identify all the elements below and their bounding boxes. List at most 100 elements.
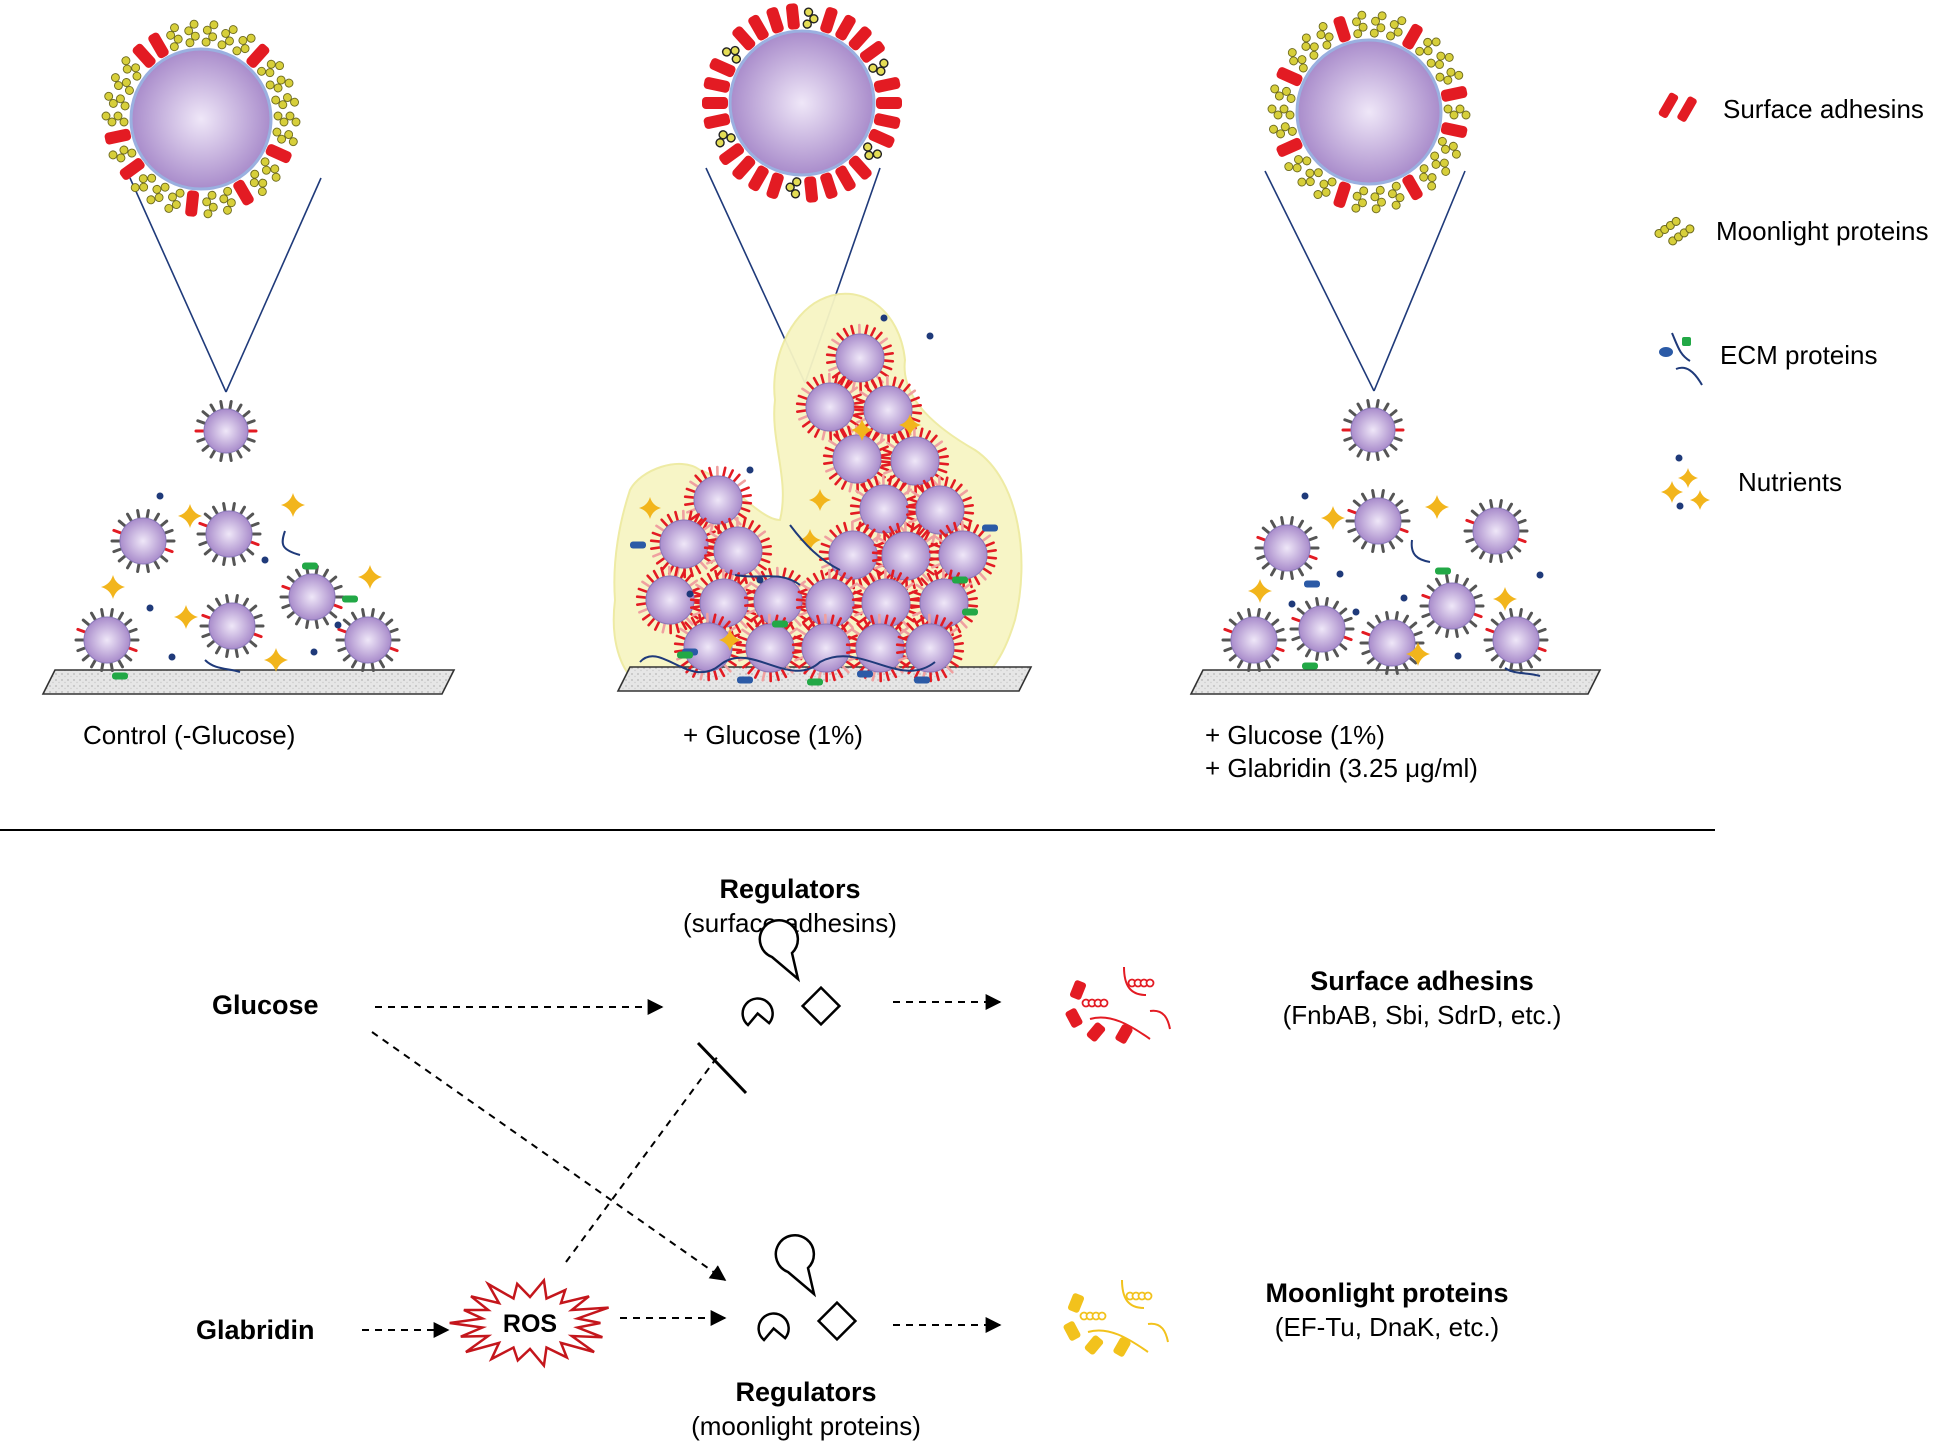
surface-adhesins-product-icon [1065,966,1171,1044]
nutrient-star [809,489,831,511]
regulator-shapes-bottom [757,1234,858,1342]
bacterial-cell [1419,573,1485,639]
nutrient-star [174,605,198,629]
nutrient-dot [1536,571,1544,579]
ecm-protein [952,576,968,584]
ecm-protein [1302,662,1318,670]
panel-control [41,19,456,695]
ecm-fiber [1410,539,1431,563]
nutrient-star [639,497,661,519]
surface-adhesins-examples: (FnbAB, Sbi, SdrD, etc.) [1283,1000,1562,1030]
biofilm-panels [41,3,1602,695]
bacterial-cell [110,508,176,574]
bacterial-cell [196,501,262,567]
bacterial-cell [1341,398,1405,462]
legend-ecm-proteins-label: ECM proteins [1720,340,1878,370]
moonlight-proteins-examples: (EF-Tu, DnaK, etc.) [1275,1312,1499,1342]
bacterial-cell [1359,610,1425,676]
pathway-diagram: Glucose Glabridin Regulators (surface ad… [196,874,1561,1441]
ecm-protein [1435,567,1451,575]
nutrient-star [101,575,125,599]
nutrient-dot [1301,492,1309,500]
nutrient-dot [168,653,176,661]
nutrient-dot [146,604,154,612]
nutrient-dot [746,466,754,474]
zoomed-cell [1267,10,1471,214]
ecm-fiber [789,524,841,571]
caption-glucose-glabridin-line1: + Glucose (1%) [1205,720,1385,750]
ecm-protein [302,562,318,570]
bacterial-cell [194,399,258,463]
bacterial-cell [1345,488,1411,554]
bacterial-cell [335,607,401,673]
nutrient-dot [1400,594,1408,602]
ecm-fiber [204,659,241,673]
ecm-fiber [1504,667,1541,677]
bacterial-cell [279,564,345,630]
nutrient-star [1321,506,1345,530]
ecm-protein [962,608,978,616]
nutrient-star [1248,579,1272,603]
bacterial-cell [895,613,965,683]
panel-glucose [612,3,1033,692]
nutrient-dot [156,492,164,500]
nutrient-dot [261,556,269,564]
ecm-protein [112,672,128,680]
nutrient-star [899,414,921,436]
bacterial-cell [74,607,140,673]
panel-glucose-glabridin [1189,10,1602,695]
nutrient-dot [334,621,342,629]
ecm-protein [807,678,823,686]
caption-glucose: + Glucose (1%) [683,720,863,750]
attachment-surface [41,669,456,695]
nutrient-star [178,504,202,528]
ecm-protein [342,595,358,603]
nutrient-star [1406,642,1430,666]
bacterial-cell [1463,498,1529,564]
moonlight-proteins-title: Moonlight proteins [1266,1278,1509,1308]
nutrient-dot [756,576,764,584]
nutrient-dot [1352,608,1360,616]
zoomed-cell [101,19,301,219]
nutrient-dot [1454,652,1462,660]
nutrient-star [799,529,821,551]
ecm-protein [772,620,788,628]
ecm-fiber [734,574,801,586]
nutrient-star [719,629,741,651]
regulators-top-title: Regulators [719,874,860,904]
ecm-fiber [639,655,936,673]
bacterial-cell [905,475,975,545]
ecm-protein [737,676,753,684]
bacterial-cell [1221,607,1287,673]
glabridin-label: Glabridin [196,1315,315,1345]
legend-moonlight-proteins-label: Moonlight proteins [1716,216,1928,246]
bacterial-cell [635,565,705,635]
bacterial-cell [1483,607,1549,673]
ros-burst: ROS [449,1277,610,1369]
ecm-fiber [281,530,301,556]
nutrient-star [851,419,873,441]
inhibition-ros-to-regulators-top [565,1055,719,1263]
legend-nutrients-label: Nutrients [1738,467,1842,497]
regulators-bottom-subtitle: (moonlight proteins) [691,1411,921,1441]
ecm-protein [677,651,693,659]
nutrient-dot [1336,570,1344,578]
ecm-protein [914,676,930,684]
legend-moonlight-proteins-icon [1654,216,1695,246]
bacterial-cell [703,516,773,586]
bacterial-cell [1289,596,1355,662]
attachment-surface [1189,669,1602,695]
nutrient-dot [1288,600,1296,608]
nutrient-star [1425,495,1449,519]
nutrient-star [264,648,288,672]
ecm-protein [857,670,873,678]
arrow-glucose-to-regulators-bottom [371,1031,727,1281]
legend-nutrients-icon [1661,454,1710,510]
ros-label: ROS [503,1310,557,1338]
caption-glucose-glabridin-line2: + Glabridin (3.25 μg/ml) [1205,753,1478,783]
surface-adhesins-title: Surface adhesins [1310,966,1534,996]
regulators-bottom-title: Regulators [735,1377,876,1407]
nutrient-dot [880,314,888,322]
legend-surface-adhesins-label: Surface adhesins [1723,94,1924,124]
